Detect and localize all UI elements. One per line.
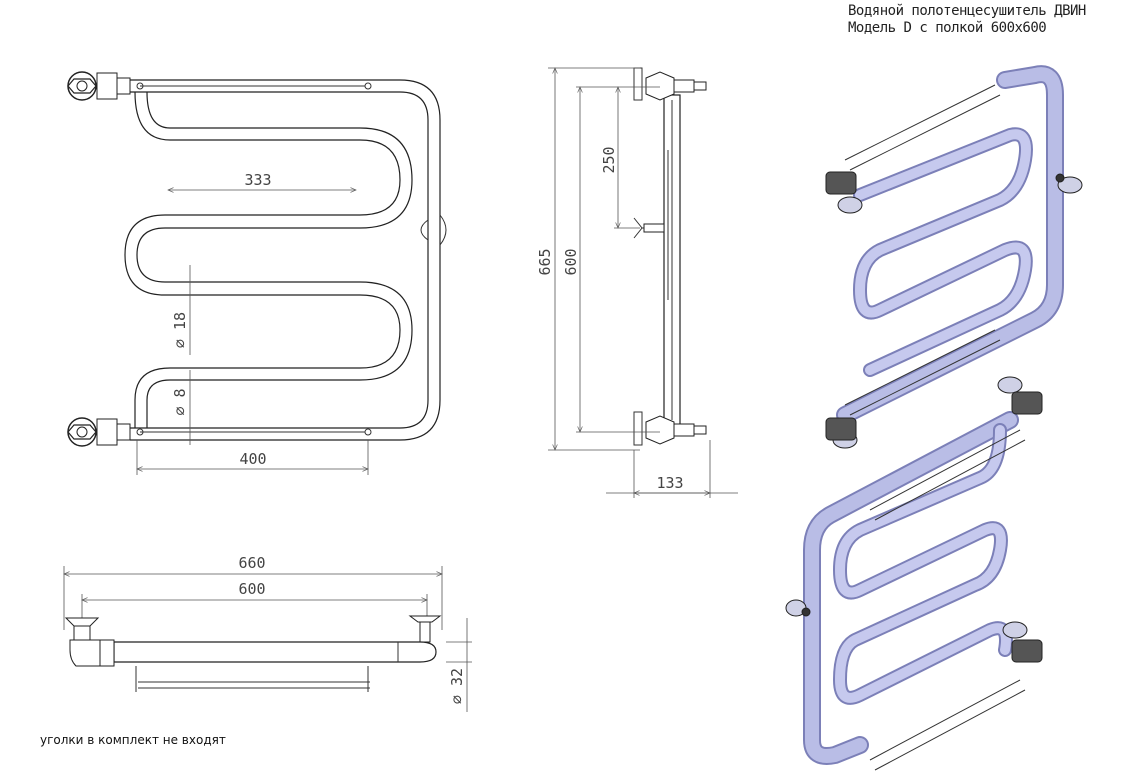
top-left-connector	[67, 71, 131, 101]
title-line-2: Модель D с полкой 600х600	[848, 20, 1047, 36]
top-view: 660 600 ⌀ 32	[64, 554, 472, 712]
dim-250: 250	[600, 146, 618, 173]
iso-view-lower	[785, 376, 1043, 771]
dim-665: 665	[536, 248, 554, 275]
dim-600-side: 600	[562, 248, 580, 275]
dim-660: 660	[238, 554, 265, 572]
dim-333: 333	[244, 171, 271, 189]
title-line-1: Водяной полотенцесушитель ДВИН	[848, 3, 1086, 19]
side-view: 665 600 250 133	[536, 68, 738, 498]
dim-rod-diameter: ⌀ 8	[171, 388, 189, 415]
dim-pipe-diameter: ⌀ 18	[171, 312, 189, 348]
footnote: уголки в комплект не входят	[40, 733, 226, 747]
bottom-left-connector	[67, 417, 131, 447]
dim-pipe-32: ⌀ 32	[448, 668, 466, 704]
dim-133: 133	[656, 474, 683, 492]
dim-400: 400	[239, 450, 266, 468]
drawing-title: Водяной полотенцесушитель ДВИН Модель D …	[848, 3, 1086, 37]
front-view: 333 ⌀ 18 ⌀ 8 400	[67, 71, 447, 475]
dim-600-top: 600	[238, 580, 265, 598]
iso-view-upper	[825, 65, 1083, 449]
